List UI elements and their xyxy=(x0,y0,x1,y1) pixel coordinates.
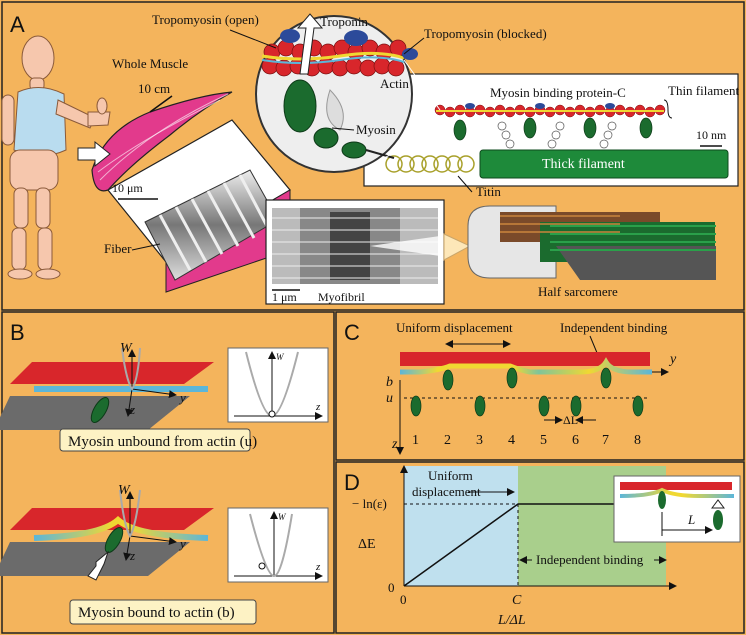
c-y-label: y xyxy=(668,352,677,367)
half-sarcomere xyxy=(467,205,716,280)
d-xlabel: L/ΔL xyxy=(497,613,526,628)
thick-filament-label: Thick filament xyxy=(542,157,625,172)
c-spring xyxy=(400,357,652,375)
b-z-label-1: z xyxy=(129,402,135,417)
b-w-label-1: W xyxy=(120,341,133,356)
panel-a-border xyxy=(1,1,745,311)
c-actin-bar xyxy=(400,352,650,366)
c-b-label: b xyxy=(386,375,393,390)
whole-muscle-label: Whole Muscle xyxy=(112,56,188,71)
bound-potential-inset xyxy=(227,507,329,583)
c-index-4: 4 xyxy=(508,433,515,448)
d-uniform-line2: displacement xyxy=(412,484,481,499)
d-inset-l-label: L xyxy=(687,512,695,527)
inset-z-label-2: z xyxy=(315,561,321,573)
bound-caption: Myosin bound to actin (b) xyxy=(78,605,235,621)
d-independent-label: Independent binding xyxy=(536,552,644,567)
panel-d-label: D xyxy=(344,470,360,495)
c-myosins xyxy=(410,367,644,417)
panel-a-label: A xyxy=(10,12,25,37)
troponin-label: Troponin xyxy=(320,14,368,29)
c-index-2: 2 xyxy=(444,433,451,448)
inset-w-label-1: W xyxy=(276,352,285,362)
unbound-caption: Myosin unbound from actin (u) xyxy=(68,434,257,450)
half-sarcomere-label: Half sarcomere xyxy=(538,284,618,299)
human-figure xyxy=(1,35,111,280)
c-index-group: 1 2 3 4 5 6 7 8 xyxy=(412,433,641,448)
actin-label: Actin xyxy=(380,76,409,91)
scale-1um-label: 1 μm xyxy=(272,290,297,304)
tropomyosin-open-label: Tropomyosin (open) xyxy=(152,12,259,27)
d-ytick-top: − ln(ε) xyxy=(352,496,387,511)
scale-10cm-bar xyxy=(149,95,173,113)
b-z-label-2: z xyxy=(129,548,135,563)
filament-detail-box xyxy=(363,73,739,187)
thin-filament-label: Thin filament xyxy=(668,83,740,98)
unbound-caption-box xyxy=(59,428,251,452)
fiber-label: Fiber xyxy=(104,241,132,256)
magnifier-circle xyxy=(255,13,418,173)
mybpc-label: Myosin binding protein-C xyxy=(490,85,626,100)
scale-10um-label: 10 μm xyxy=(112,181,143,195)
scale-10cm-label: 10 cm xyxy=(138,81,170,96)
inset-w-label-2: W xyxy=(278,512,287,522)
panel-c-border xyxy=(335,311,745,461)
panel-b-border xyxy=(1,311,335,634)
uniform-region xyxy=(404,466,518,586)
inset-z-label-1: z xyxy=(315,401,321,413)
b-w-label-2: W xyxy=(118,483,131,498)
myosin-label: Myosin xyxy=(356,122,396,137)
scale-10nm-label: 10 nm xyxy=(696,128,727,142)
d-inset xyxy=(613,475,741,543)
b-y-label-1: y xyxy=(178,390,186,405)
c-index-1: 1 xyxy=(412,433,419,448)
c-index-8: 8 xyxy=(634,433,641,448)
bound-caption-box xyxy=(69,599,257,625)
unbound-scene xyxy=(0,347,214,430)
d-uniform-line1: Uniform xyxy=(428,468,473,483)
zoom-cone xyxy=(443,233,472,261)
c-index-5: 5 xyxy=(540,433,547,448)
tropomyosin-blocked-label: Tropomyosin (blocked) xyxy=(424,26,547,41)
uniform-displacement-label: Uniform displacement xyxy=(396,320,513,335)
unbound-potential-inset xyxy=(227,347,329,423)
bound-scene xyxy=(0,489,214,581)
c-index-3: 3 xyxy=(476,433,483,448)
d-x-c: C xyxy=(512,593,522,608)
fiber-block xyxy=(107,119,291,293)
c-z-label: z xyxy=(391,437,398,452)
c-index-7: 7 xyxy=(602,433,609,448)
panel-c-label: C xyxy=(344,320,360,345)
delta-l-label: ΔL xyxy=(563,413,578,427)
independent-binding-label: Independent binding xyxy=(560,320,668,335)
myofibril-label: Myofibril xyxy=(318,290,365,304)
c-u-label: u xyxy=(386,391,393,406)
b-y-label-2: y xyxy=(178,536,186,551)
d-y-zero: 0 xyxy=(388,580,395,595)
c-index-6: 6 xyxy=(572,433,579,448)
myofibril-box xyxy=(265,199,445,305)
titin-label: Titin xyxy=(476,184,501,199)
zoom-arrow-icon xyxy=(77,140,111,168)
d-x-zero: 0 xyxy=(400,592,407,607)
panel-d-border xyxy=(335,461,745,634)
panel-b-label: B xyxy=(10,320,25,345)
d-ylabel: ΔE xyxy=(358,537,376,552)
